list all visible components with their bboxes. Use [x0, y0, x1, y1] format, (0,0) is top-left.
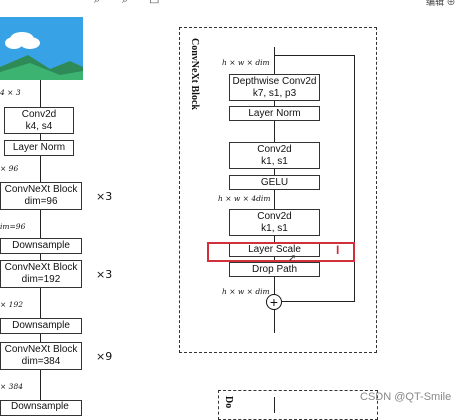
residual-top — [274, 55, 354, 56]
multiplier-stage2: ×3 — [96, 268, 113, 281]
block-out-dim: h × w × dim — [222, 287, 270, 296]
block-input-dim: h × w × dim — [222, 58, 270, 67]
block-layernorm-box: Layer Norm — [229, 106, 320, 121]
drop-path-box: Drop Path — [229, 262, 320, 277]
left-dim-96: × 96 — [0, 164, 19, 173]
bottom-partial-frame — [218, 390, 378, 420]
left-top-dim: 4 × 3 — [0, 88, 21, 97]
block-mid-dim: h × w × 4dim — [218, 194, 271, 203]
left-downsample-3: Downsample — [0, 400, 82, 416]
left-downsample-1: Downsample — [0, 238, 82, 254]
gelu-box: GELU — [229, 175, 320, 190]
highlight-rectangle[interactable] — [207, 242, 355, 262]
residual-right — [354, 55, 355, 302]
left-dim-192: × 192 — [0, 300, 23, 309]
top-right-toolbar-text[interactable]: 编辑 ⊕ — [426, 0, 456, 7]
multiplier-stage3: ×9 — [96, 350, 113, 363]
bottom-partial-line — [274, 397, 275, 413]
image-thumbnail — [0, 17, 83, 80]
fit-icon[interactable]: ▭ — [149, 0, 160, 7]
left-downsample-2: Downsample — [0, 318, 82, 334]
residual-bottom — [282, 301, 354, 302]
convnext-block-frame — [179, 27, 377, 353]
bottom-partial-title: Do — [223, 396, 234, 409]
zoom-icon[interactable]: ⌕ — [122, 0, 129, 6]
text-cursor-mark: I — [336, 243, 340, 257]
add-node: + — [266, 294, 282, 310]
multiplier-stage1: ×3 — [96, 190, 113, 203]
block-title: ConvNeXt Block — [189, 38, 200, 110]
left-dim-384: × 384 — [0, 382, 23, 391]
left-dim-96b: im=96 — [0, 222, 26, 231]
mouse-pointer-icon: ➚ — [288, 253, 297, 264]
left-layernorm-box: Layer Norm — [4, 140, 74, 156]
watermark: CSDN @QT-Smile — [360, 391, 452, 403]
block-output-line — [274, 310, 275, 333]
search-icon[interactable]: ⌕ — [94, 0, 101, 6]
